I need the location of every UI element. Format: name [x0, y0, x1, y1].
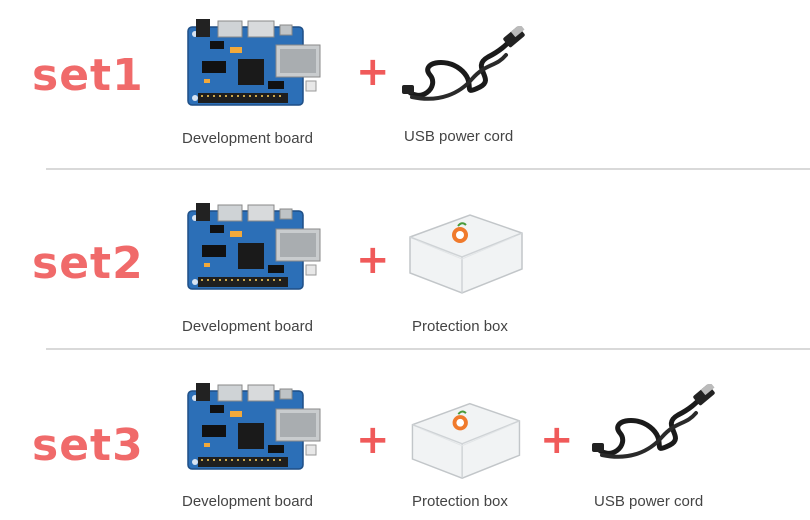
- item-caption: Development board: [182, 318, 313, 335]
- development-board-icon: [180, 18, 330, 110]
- divider: [46, 348, 810, 350]
- item-caption: Protection box: [412, 493, 508, 510]
- plus-icon: +: [356, 49, 390, 95]
- item-caption: USB power cord: [404, 128, 514, 145]
- plus-icon: +: [356, 417, 390, 463]
- usb-cable-icon: [590, 384, 720, 466]
- set-label: set2: [32, 238, 144, 289]
- development-board-icon: [180, 200, 330, 296]
- item-caption: USB power cord: [594, 493, 704, 510]
- protection-box-icon: [400, 396, 530, 482]
- item-caption: Protection box: [412, 318, 508, 335]
- set-row-2: set2 Development board + Protection box: [0, 170, 810, 350]
- usb-cable-icon: [400, 26, 530, 108]
- set-row-1: set1 Development board + USB power cord: [0, 0, 810, 168]
- set-row-3: set3 Development board + Protection box …: [0, 350, 810, 520]
- protection-box-icon: [400, 206, 530, 298]
- development-board-icon: [180, 380, 330, 476]
- plus-icon: +: [540, 417, 574, 463]
- item-caption: Development board: [182, 493, 313, 510]
- set-label: set3: [32, 420, 144, 471]
- divider: [46, 168, 810, 170]
- plus-icon: +: [356, 237, 390, 283]
- set-label: set1: [32, 50, 144, 101]
- item-caption: Development board: [182, 130, 313, 147]
